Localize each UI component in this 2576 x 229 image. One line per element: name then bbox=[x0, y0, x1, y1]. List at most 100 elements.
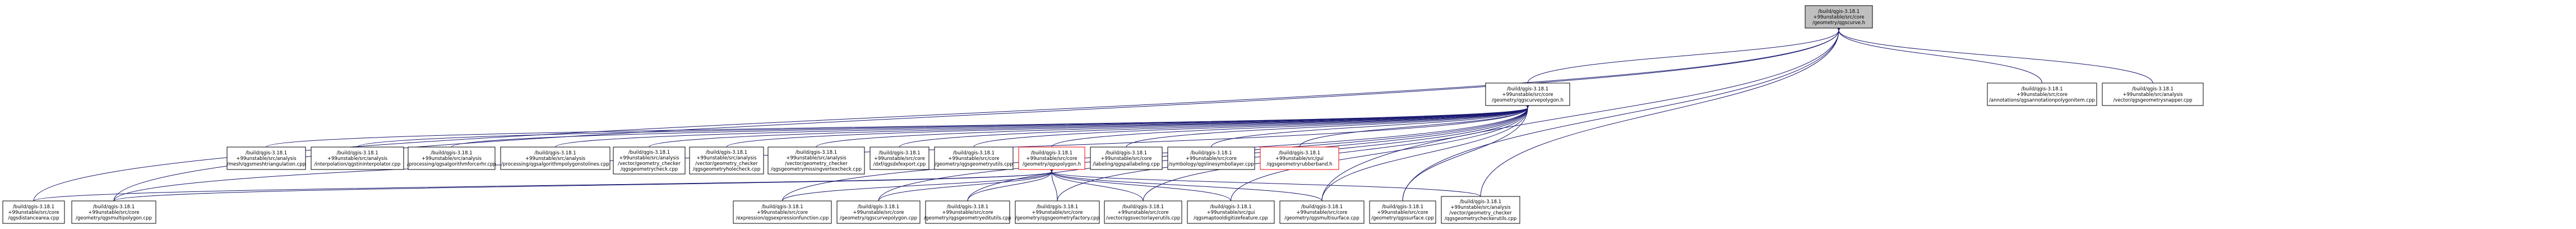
node-box bbox=[925, 200, 1010, 224]
edge-curvepolygon-to-linesymbollayer bbox=[1211, 104, 1530, 148]
node-label-line: /build/qgis-3.18.1 bbox=[1382, 204, 1423, 210]
graph-node-curvepolygoncpp[interactable]: /build/qgis-3.18.1+99unstable/src/core/g… bbox=[836, 200, 921, 224]
node-label-line: +99unstable/src/core bbox=[948, 156, 999, 162]
graph-node-missingvertexcheck[interactable]: /build/qgis-3.18.1+99unstable/src/analys… bbox=[767, 146, 865, 175]
graph-node-multipolygon[interactable]: /build/qgis-3.18.1+99unstable/src/core/g… bbox=[71, 200, 156, 224]
graph-node-multisurface[interactable]: /build/qgis-3.18.1+99unstable/src/core/g… bbox=[1279, 200, 1365, 224]
edge-polygonh-to-geometryeditutils bbox=[967, 168, 1054, 201]
node-label-line: +99unstable/src/core bbox=[1026, 156, 1077, 162]
edge-curvepolygon-to-missingvertexcheck bbox=[816, 104, 1530, 148]
node-label-line: /interpolation/qgstininterpolator.cpp bbox=[315, 162, 401, 167]
graph-node-vectorlayerutils[interactable]: /build/qgis-3.18.1+99unstable/src/core/v… bbox=[1104, 200, 1182, 224]
node-label-line: /build/qgis-3.18.1 bbox=[1122, 204, 1164, 210]
node-label-line: /dxf/qgsdxfexport.cpp bbox=[873, 162, 926, 167]
node-label-line: +99unstable/src/core bbox=[1813, 15, 1864, 20]
edge-curvepolygon-to-tininterpolator bbox=[357, 104, 1530, 148]
graph-node-geometryfactory[interactable]: /build/qgis-3.18.1+99unstable/src/core/g… bbox=[1015, 200, 1100, 224]
node-box bbox=[1018, 146, 1085, 170]
graph-node-annotationpolygonitem[interactable]: /build/qgis-3.18.1+99unstable/src/core/a… bbox=[1987, 83, 2097, 106]
node-box bbox=[934, 146, 1014, 170]
node-label-line: /geometry/qgsmultisurface.cpp bbox=[1284, 216, 1359, 221]
node-box bbox=[1104, 200, 1182, 224]
edge-curvepolygon-to-polygonh bbox=[1051, 104, 1530, 148]
node-label-line: /vector/qgsvectorlayerutils.cpp bbox=[1106, 216, 1180, 221]
node-box bbox=[836, 200, 921, 224]
node-label-line: /build/qgis-3.18.1 bbox=[761, 204, 803, 210]
node-label-line: +99unstable/src/core bbox=[1296, 210, 1347, 216]
graph-node-meshtriangulation[interactable]: /build/qgis-3.18.1+99unstable/src/analys… bbox=[226, 146, 306, 170]
graph-node-tininterpolator[interactable]: /build/qgis-3.18.1+99unstable/src/analys… bbox=[311, 146, 404, 170]
node-label-line: /vector/geometry_checker bbox=[1449, 210, 1512, 216]
graph-node-checkerutils[interactable]: /build/qgis-3.18.1+99unstable/src/analys… bbox=[1441, 196, 1520, 224]
node-label-line: /symbology/qgslinesymbollayer.cpp bbox=[1168, 162, 1254, 167]
node-label-line: +99unstable/src/analysis bbox=[786, 155, 847, 161]
edge-root-to-surface bbox=[1402, 26, 1841, 201]
node-label-line: /qgsgeometrycheck.cpp bbox=[621, 167, 678, 172]
node-label-line: +99unstable/src/core bbox=[8, 210, 59, 216]
node-box bbox=[1805, 5, 1873, 29]
graph-node-dxfexport[interactable]: /build/qgis-3.18.1+99unstable/src/core/d… bbox=[870, 146, 929, 170]
graph-node-geometryeditutils[interactable]: /build/qgis-3.18.1+99unstable/src/core/g… bbox=[924, 200, 1011, 224]
graph-node-curvepolygon[interactable]: /build/qgis-3.18.1+99unstable/src/core/g… bbox=[1485, 83, 1570, 106]
node-label-line: +99unstable/src/gui bbox=[1275, 156, 1324, 162]
graph-node-algpolygonstolines[interactable]: /build/qgis-3.18.1+99unstable/src/analys… bbox=[500, 146, 611, 170]
node-label-line: /qgsgeometrycheckerutils.cpp bbox=[1445, 216, 1517, 222]
node-label-line: +99unstable/src/core bbox=[88, 210, 139, 216]
node-label-line: /build/qgis-3.18.1 bbox=[628, 150, 670, 155]
node-label-line: +99unstable/src/core bbox=[1186, 156, 1237, 162]
node-label-line: /build/qgis-3.18.1 bbox=[1210, 204, 1251, 210]
graph-node-surface[interactable]: /build/qgis-3.18.1+99unstable/src/core/g… bbox=[1369, 200, 1436, 224]
graph-node-pallabeling[interactable]: /build/qgis-3.18.1+99unstable/src/core/l… bbox=[1090, 146, 1163, 170]
node-label-line: /build/qgis-3.18.1 bbox=[796, 150, 837, 155]
node-label-line: /build/qgis-3.18.1 bbox=[1279, 150, 1320, 156]
graph-node-digitizefeature[interactable]: /build/qgis-3.18.1+99unstable/src/gui/qg… bbox=[1187, 200, 1275, 224]
node-label-line: /build/qgis-3.18.1 bbox=[858, 204, 899, 210]
node-label-line: +99unstable/src/core bbox=[1100, 156, 1151, 162]
node-label-line: +99unstable/src/gui bbox=[1207, 210, 1255, 216]
node-label-line: /annotations/qgsannotationpolygonitem.cp… bbox=[1989, 98, 2095, 103]
graph-node-geometrycheck[interactable]: /build/qgis-3.18.1+99unstable/src/analys… bbox=[613, 146, 686, 175]
edge-curvepolygon-to-geometrycheck bbox=[649, 104, 1530, 148]
node-label-line: /geometry/qgscurve.h bbox=[1812, 20, 1865, 26]
graph-node-geometryholecheck[interactable]: /build/qgis-3.18.1+99unstable/src/analys… bbox=[689, 146, 764, 175]
graph-node-geometryutils[interactable]: /build/qgis-3.18.1+99unstable/src/core/g… bbox=[934, 146, 1014, 170]
node-label-line: /labeling/qgspallabeling.cpp bbox=[1093, 162, 1159, 167]
node-label-line: +99unstable/src/analysis bbox=[2122, 92, 2183, 98]
graph-node-polygonh[interactable]: /build/qgis-3.18.1+99unstable/src/core/g… bbox=[1018, 146, 1085, 170]
node-label-line: +99unstable/src/analysis bbox=[327, 156, 388, 162]
edge-polygonh-to-curvepolygoncpp bbox=[878, 168, 1054, 201]
node-label-line: /qgsgeometrymissingvertexcheck.cpp bbox=[771, 167, 862, 172]
edge-curvepolygon-to-geometryutils bbox=[973, 104, 1530, 148]
graph-node-algsplitwithlines[interactable]: /build/qgis-3.18.1+99unstable/src/analys… bbox=[407, 146, 496, 170]
node-label-line: +99unstable/src/core bbox=[1032, 210, 1083, 216]
edge-root-to-curvepolygon bbox=[1527, 26, 1841, 84]
node-box bbox=[2, 200, 65, 224]
graph-node-distancearea[interactable]: /build/qgis-3.18.1+99unstable/src/core/q… bbox=[2, 200, 65, 224]
node-box bbox=[767, 146, 865, 175]
graph-node-root[interactable]: /build/qgis-3.18.1+99unstable/src/core/g… bbox=[1805, 5, 1873, 29]
node-label-line: /build/qgis-3.18.1 bbox=[431, 150, 472, 156]
node-label-line: +99unstable/src/analysis bbox=[696, 155, 757, 161]
node-label-line: /vector/geometry_checker bbox=[618, 161, 681, 167]
node-label-line: +99unstable/src/core bbox=[1377, 210, 1428, 216]
node-label-line: /build/qgis-3.18.1 bbox=[93, 204, 135, 210]
edge-polygonh-to-multipolygon bbox=[113, 168, 1054, 201]
graph-node-geometrysnapper[interactable]: /build/qgis-3.18.1+99unstable/src/analys… bbox=[2102, 83, 2204, 106]
node-box bbox=[1485, 83, 1570, 106]
node-label-line: /build/qgis-3.18.1 bbox=[1818, 9, 1860, 15]
graph-node-expressionfunction[interactable]: /build/qgis-3.18.1+99unstable/src/core/e… bbox=[733, 200, 832, 224]
node-box bbox=[1260, 146, 1339, 170]
node-box bbox=[733, 200, 832, 224]
edge-root-to-annotationpolygonitem bbox=[1837, 26, 2042, 84]
node-label-line: /build/qgis-3.18.1 bbox=[947, 204, 988, 210]
edge-polygonh-to-multisurface bbox=[1049, 168, 1322, 201]
node-label-line: /build/qgis-3.18.1 bbox=[2132, 86, 2173, 92]
node-label-line: /build/qgis-3.18.1 bbox=[2021, 86, 2062, 92]
graph-node-linesymbollayer[interactable]: /build/qgis-3.18.1+99unstable/src/core/s… bbox=[1167, 146, 1255, 170]
node-box bbox=[1441, 196, 1520, 224]
node-label-line: /build/qgis-3.18.1 bbox=[1037, 204, 1078, 210]
node-label-line: /geometry/qgsgeometryutils.cpp bbox=[935, 162, 1012, 167]
node-box bbox=[1187, 200, 1275, 224]
graph-node-rubberband[interactable]: /build/qgis-3.18.1+99unstable/src/gui/qg… bbox=[1260, 146, 1339, 170]
